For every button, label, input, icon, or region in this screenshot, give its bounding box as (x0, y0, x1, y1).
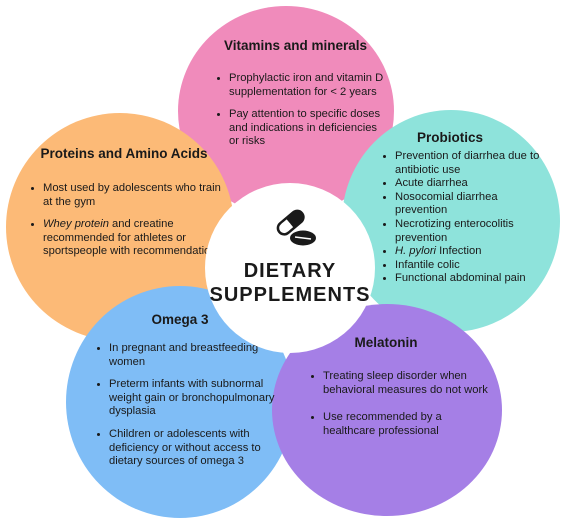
list-item: Most used by adolescents who train at th… (43, 182, 223, 209)
melatonin-list: Treating sleep disorder when behavioral … (310, 370, 491, 447)
italic-term: H. pylori (395, 245, 437, 258)
list-item: Acute diarrhea (395, 177, 551, 191)
list-item: Prophylactic iron and vitamin D suppleme… (229, 72, 387, 99)
list-item: Whey protein and creatine recommended fo… (43, 218, 223, 259)
omega-title: Omega 3 (151, 312, 209, 327)
melatonin-title: Melatonin (354, 335, 418, 350)
list-item: Necrotizing enterocolitis prevention (395, 218, 551, 245)
list-item: Nosocomial diarrhea prevention (395, 191, 551, 218)
proteins-title: Proteins and Amino Acids (40, 146, 208, 161)
list-item-text: Infection (439, 245, 482, 258)
probiotics-petal (342, 110, 560, 332)
proteins-list: Most used by adolescents who train at th… (30, 182, 223, 268)
probiotics-title: Probiotics (416, 130, 483, 145)
center-title: DIETARY SUPPLEMENTS (205, 259, 375, 307)
list-item: In pregnant and breastfeeding women (109, 342, 295, 369)
center-title-line2: SUPPLEMENTS (209, 284, 371, 306)
list-item: H. pylori Infection (395, 245, 551, 259)
center-title-line1: DIETARY (243, 260, 337, 282)
capsule-pill-icon (276, 209, 318, 247)
center-hub: DIETARY SUPPLEMENTS (205, 183, 375, 353)
list-item: Use recommended by a healthcare professi… (323, 411, 491, 438)
vitamins-list: Prophylactic iron and vitamin D suppleme… (216, 72, 387, 158)
list-item-text: and creatine recommended for athletes or… (43, 218, 223, 258)
omega-list: In pregnant and breastfeeding women Pret… (96, 342, 295, 478)
list-item: Pay attention to specific doses and indi… (229, 108, 387, 149)
list-item: Infantile colic (395, 259, 551, 273)
probiotics-list: Prevention of diarrhea due to antibiotic… (382, 150, 551, 286)
list-item: Functional abdominal pain (395, 272, 551, 286)
list-item: Preterm infants with subnormal weight ga… (109, 378, 295, 419)
list-item: Treating sleep disorder when behavioral … (323, 370, 491, 397)
italic-term: Whey protein (43, 218, 109, 231)
list-item: Children or adolescents with deficiency … (109, 428, 295, 469)
list-item: Prevention of diarrhea due to antibiotic… (395, 150, 551, 177)
vitamins-title: Vitamins and minerals (224, 38, 368, 53)
